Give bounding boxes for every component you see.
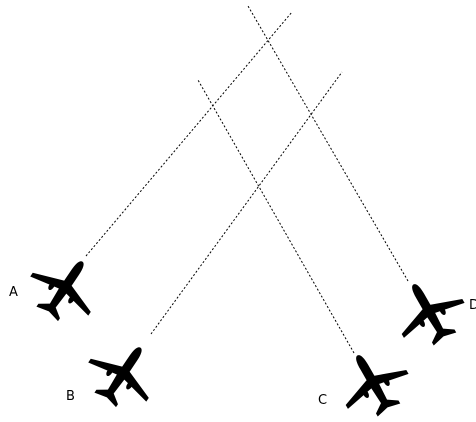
plane-label-c: C bbox=[318, 393, 327, 408]
plane-c: C bbox=[318, 337, 420, 422]
plane-a: A bbox=[9, 242, 112, 334]
track-d bbox=[247, 5, 409, 282]
airplane-icon bbox=[76, 328, 170, 420]
plane-label-b: B bbox=[66, 389, 75, 404]
track-a bbox=[85, 11, 293, 257]
airplane-icon bbox=[383, 266, 476, 357]
track-c bbox=[197, 79, 355, 354]
airplane-icon bbox=[18, 242, 112, 334]
plane-b: B bbox=[66, 328, 170, 420]
airplane-icon bbox=[327, 337, 420, 422]
plane-label-d: D bbox=[469, 298, 476, 313]
track-b bbox=[150, 71, 343, 335]
plane-d: D bbox=[383, 266, 476, 357]
plane-label-a: A bbox=[9, 285, 18, 300]
